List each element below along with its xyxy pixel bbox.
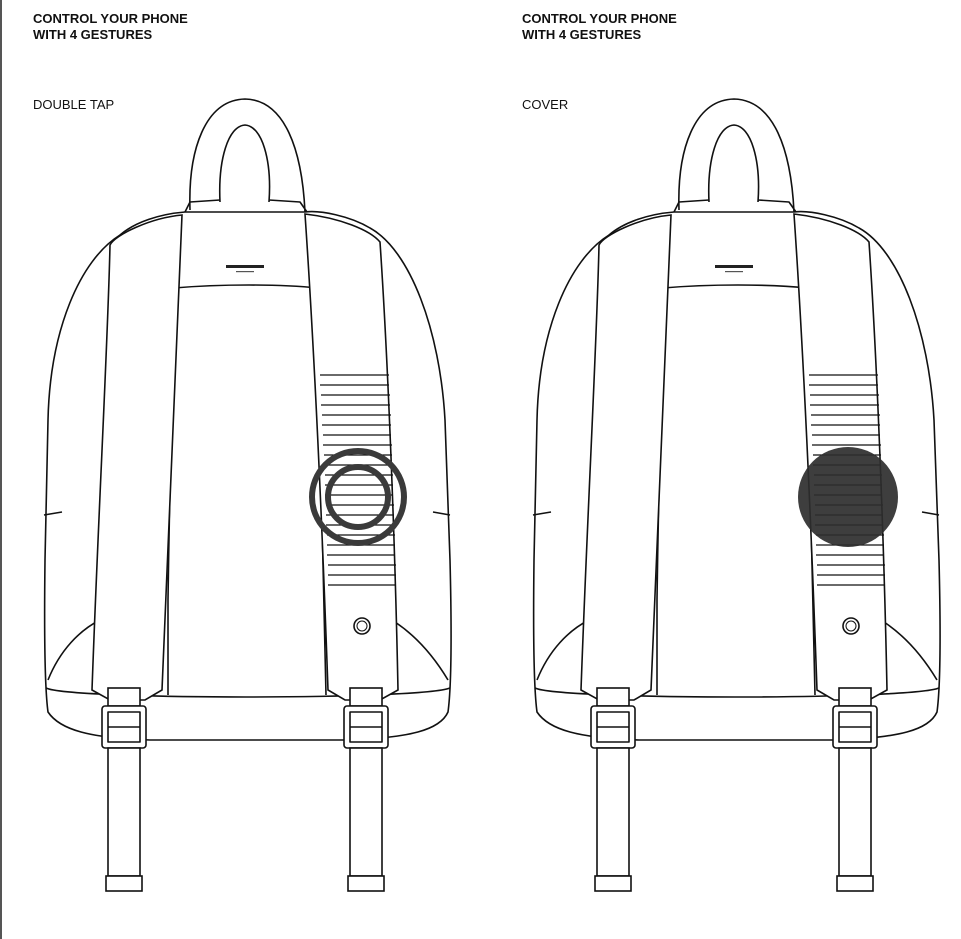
title-line-2: WITH 4 GESTURES bbox=[33, 27, 153, 42]
cover-indicator-icon bbox=[798, 447, 898, 547]
double-tap-indicator-icon bbox=[309, 448, 407, 546]
gesture-label: COVER bbox=[522, 97, 569, 112]
title-line-2: WITH 4 GESTURES bbox=[522, 27, 642, 42]
page-edge bbox=[0, 0, 2, 939]
brand-logo bbox=[226, 265, 264, 273]
brand-logo bbox=[715, 265, 753, 273]
gesture-panel-double-tap: CONTROL YOUR PHONE WITH 4 GESTURES DOUBL… bbox=[0, 0, 480, 939]
panel-title: CONTROL YOUR PHONE WITH 4 GESTURES bbox=[522, 11, 677, 43]
panel-title: CONTROL YOUR PHONE WITH 4 GESTURES bbox=[33, 11, 188, 43]
gesture-panel-cover: CONTROL YOUR PHONE WITH 4 GESTURES COVER bbox=[489, 0, 961, 939]
gesture-label: DOUBLE TAP bbox=[33, 97, 115, 112]
title-line-1: CONTROL YOUR PHONE bbox=[522, 11, 677, 26]
backpack-illustration bbox=[43, 98, 452, 892]
title-line-1: CONTROL YOUR PHONE bbox=[33, 11, 188, 26]
backpack-illustration bbox=[532, 98, 941, 892]
